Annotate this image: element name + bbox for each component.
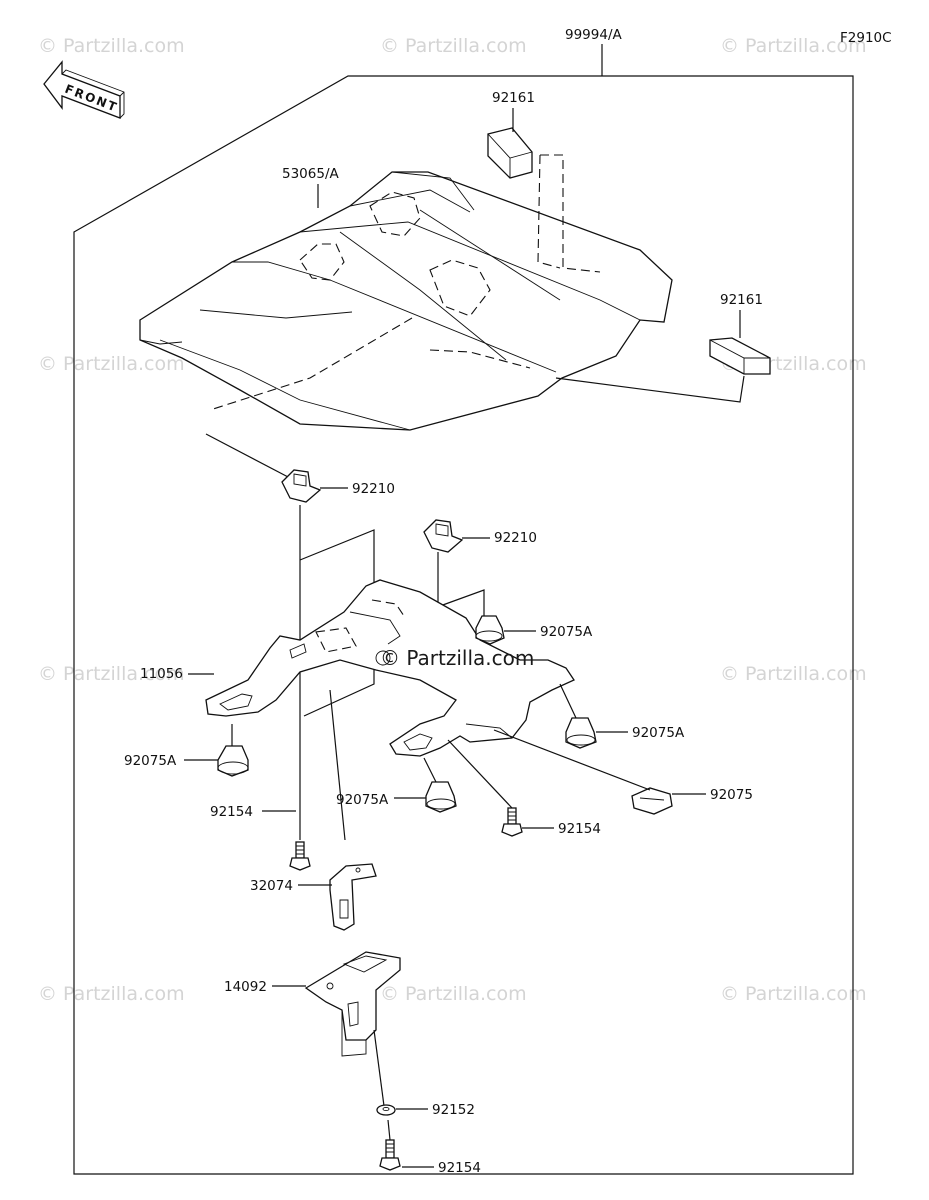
front-arrow-icon: FRONT [43, 60, 125, 119]
stay-part [329, 863, 377, 931]
pad-right-part [709, 337, 771, 375]
watermark-layer: © Partzilla.com © Partzilla.com © Partzi… [38, 35, 867, 1005]
figure-code: F2910C [840, 30, 892, 46]
watermark-center: © Partzilla.com [380, 646, 534, 670]
bolt-left-part [289, 841, 311, 871]
callout-bracket: 11056 [140, 666, 183, 682]
callout-washer: 92152 [432, 1102, 475, 1118]
watermark: © Partzilla.com [38, 35, 185, 57]
nut-right-part [423, 519, 464, 553]
watermark: © Partzilla.com [720, 983, 867, 1005]
bolt-right-part [501, 807, 523, 837]
callout-pad-right: 92161 [720, 292, 763, 308]
damper-small-part [631, 787, 673, 815]
callout-bolt-right: 92154 [558, 821, 601, 837]
callout-bolt-bottom: 92154 [438, 1160, 481, 1176]
watermark: © Partzilla.com [38, 353, 185, 375]
callout-holder: 14092 [224, 979, 267, 995]
watermark: © Partzilla.com [380, 35, 527, 57]
watermark: © Partzilla.com [720, 35, 867, 57]
callout-damper-right-lower: 92075A [632, 725, 685, 741]
callout-bolt-left: 92154 [210, 804, 253, 820]
seat-cover-part [139, 154, 673, 431]
damper-left-part [217, 745, 249, 777]
callout-seat-cover: 53065/A [282, 166, 339, 182]
callout-stay: 32074 [250, 878, 293, 894]
callout-damper-small: 92075 [710, 787, 753, 803]
washer-part [376, 1104, 396, 1116]
damper-right-lower-part [565, 717, 597, 749]
assembly-frame [73, 44, 854, 1175]
damper-center-part [425, 781, 457, 813]
bolt-bottom-part [379, 1139, 401, 1171]
callout-nut-left: 92210 [352, 481, 395, 497]
callout-nut-right: 92210 [494, 530, 537, 546]
watermark: © Partzilla.com [38, 983, 185, 1005]
damper-right-upper-part [475, 615, 505, 645]
watermark: © Partzilla.com [38, 663, 185, 685]
holder-part [304, 951, 401, 1057]
watermark: © Partzilla.com [720, 663, 867, 685]
pad-top-part [487, 127, 533, 179]
callout-assembly: 99994/A [565, 27, 622, 43]
nut-left-part [281, 469, 322, 503]
watermark: © Partzilla.com [380, 983, 527, 1005]
callout-damper-center: 92075A [336, 792, 389, 808]
callout-damper-left: 92075A [124, 753, 177, 769]
callout-damper-right-upper: 92075A [540, 624, 593, 640]
callout-pad-top: 92161 [492, 90, 535, 106]
bracket-part [205, 579, 575, 757]
